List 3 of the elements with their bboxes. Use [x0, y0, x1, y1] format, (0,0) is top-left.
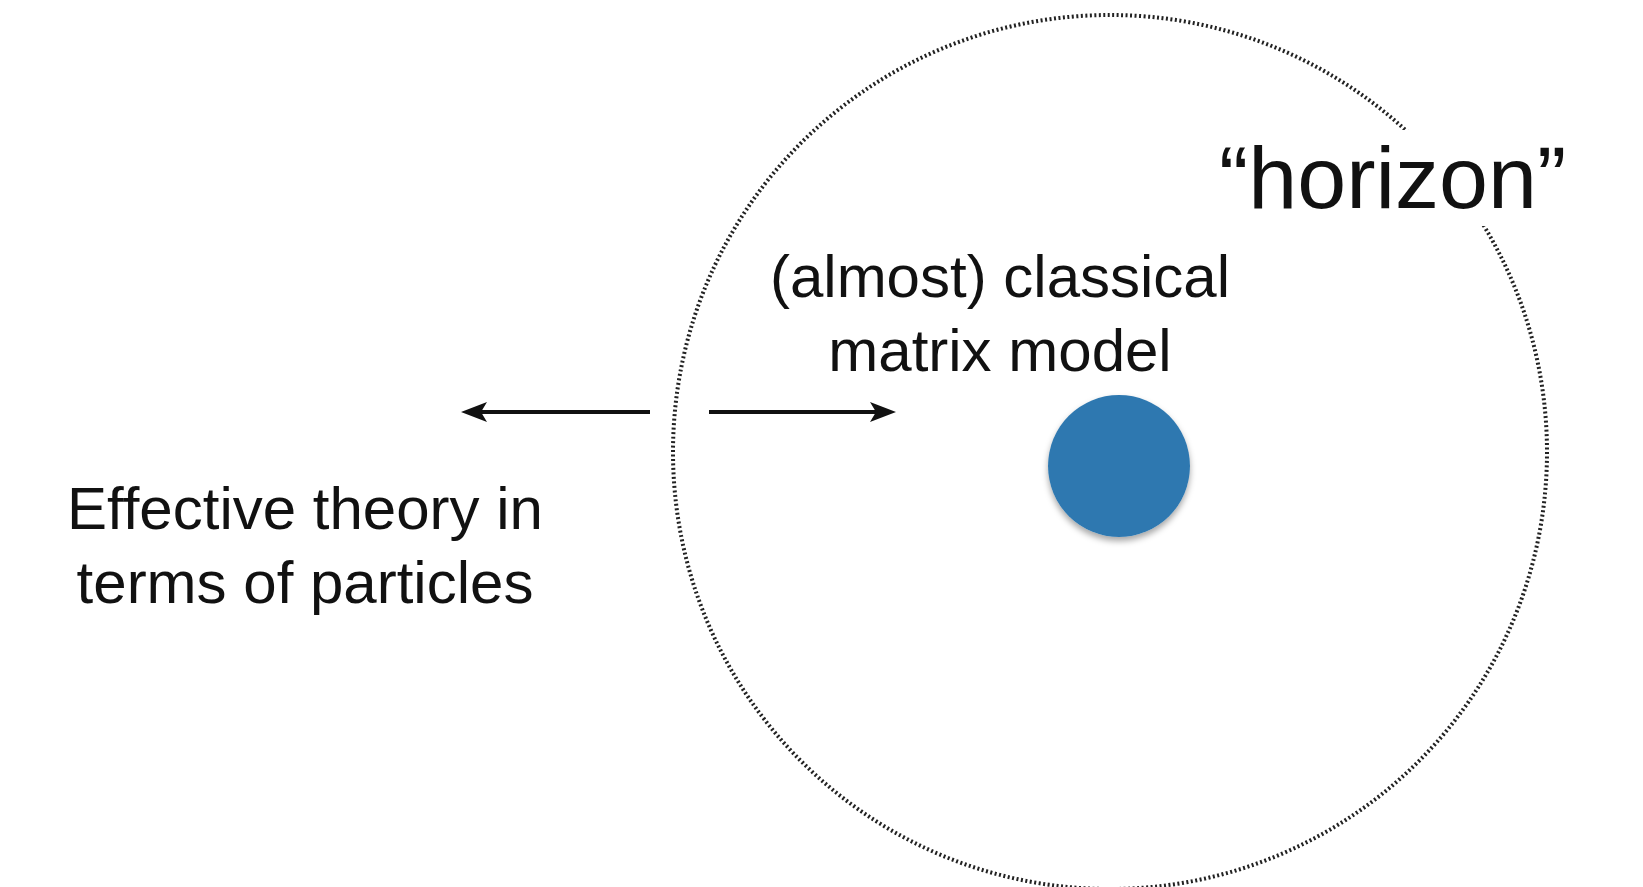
region-label: (almost) classical matrix model — [768, 242, 1232, 386]
particle-disc — [1048, 395, 1190, 537]
region-label: Effective theory in terms of particles — [66, 474, 544, 618]
